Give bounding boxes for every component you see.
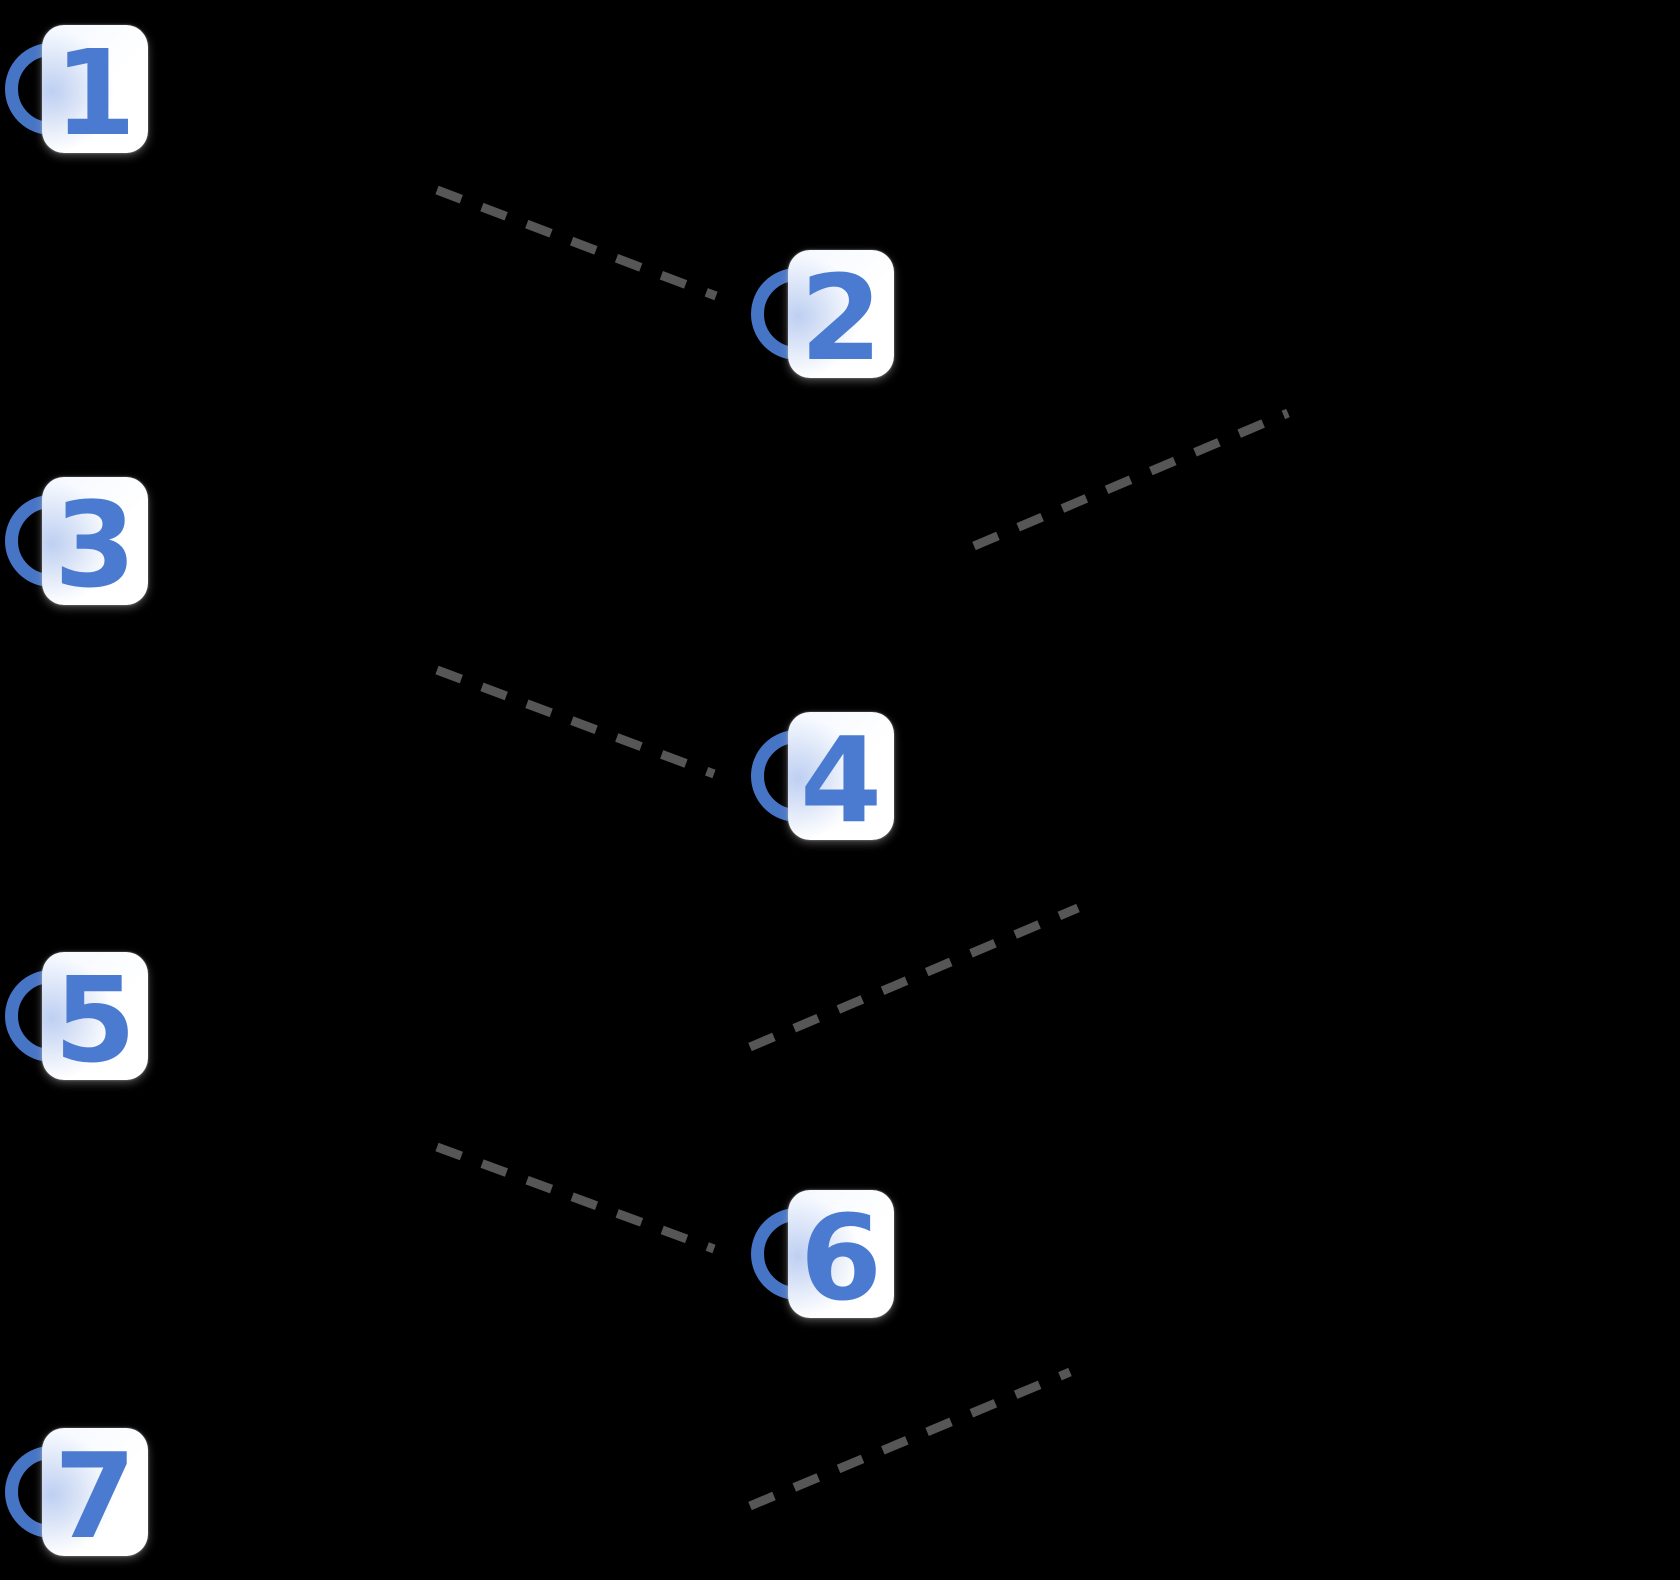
step-number: 5	[53, 951, 137, 1089]
step-number: 1	[53, 24, 137, 162]
step-card: 4	[788, 712, 894, 840]
step-badge-3: 3	[5, 477, 148, 605]
connector-step2-right	[972, 408, 1290, 551]
connector-step6-right	[748, 1367, 1072, 1511]
step-number: 6	[799, 1189, 883, 1327]
step-card: 2	[788, 250, 894, 378]
step-badge-4: 4	[751, 712, 894, 840]
connector-step4-right	[748, 903, 1080, 1052]
step-badge-2: 2	[751, 250, 894, 378]
step-number: 7	[53, 1427, 137, 1565]
step-card: 6	[788, 1190, 894, 1318]
step-badge-6: 6	[751, 1190, 894, 1318]
step-number: 4	[799, 711, 883, 849]
connector-step1-step2	[435, 185, 718, 301]
step-number: 3	[53, 476, 137, 614]
step-badge-5: 5	[5, 952, 148, 1080]
step-card: 3	[42, 477, 148, 605]
connector-step3-step4	[435, 665, 716, 779]
step-card: 7	[42, 1428, 148, 1556]
step-card: 5	[42, 952, 148, 1080]
step-card: 1	[42, 25, 148, 153]
connector-step5-step6	[435, 1142, 716, 1254]
step-badge-1: 1	[5, 25, 148, 153]
step-badge-7: 7	[5, 1428, 148, 1556]
step-number: 2	[799, 249, 883, 387]
